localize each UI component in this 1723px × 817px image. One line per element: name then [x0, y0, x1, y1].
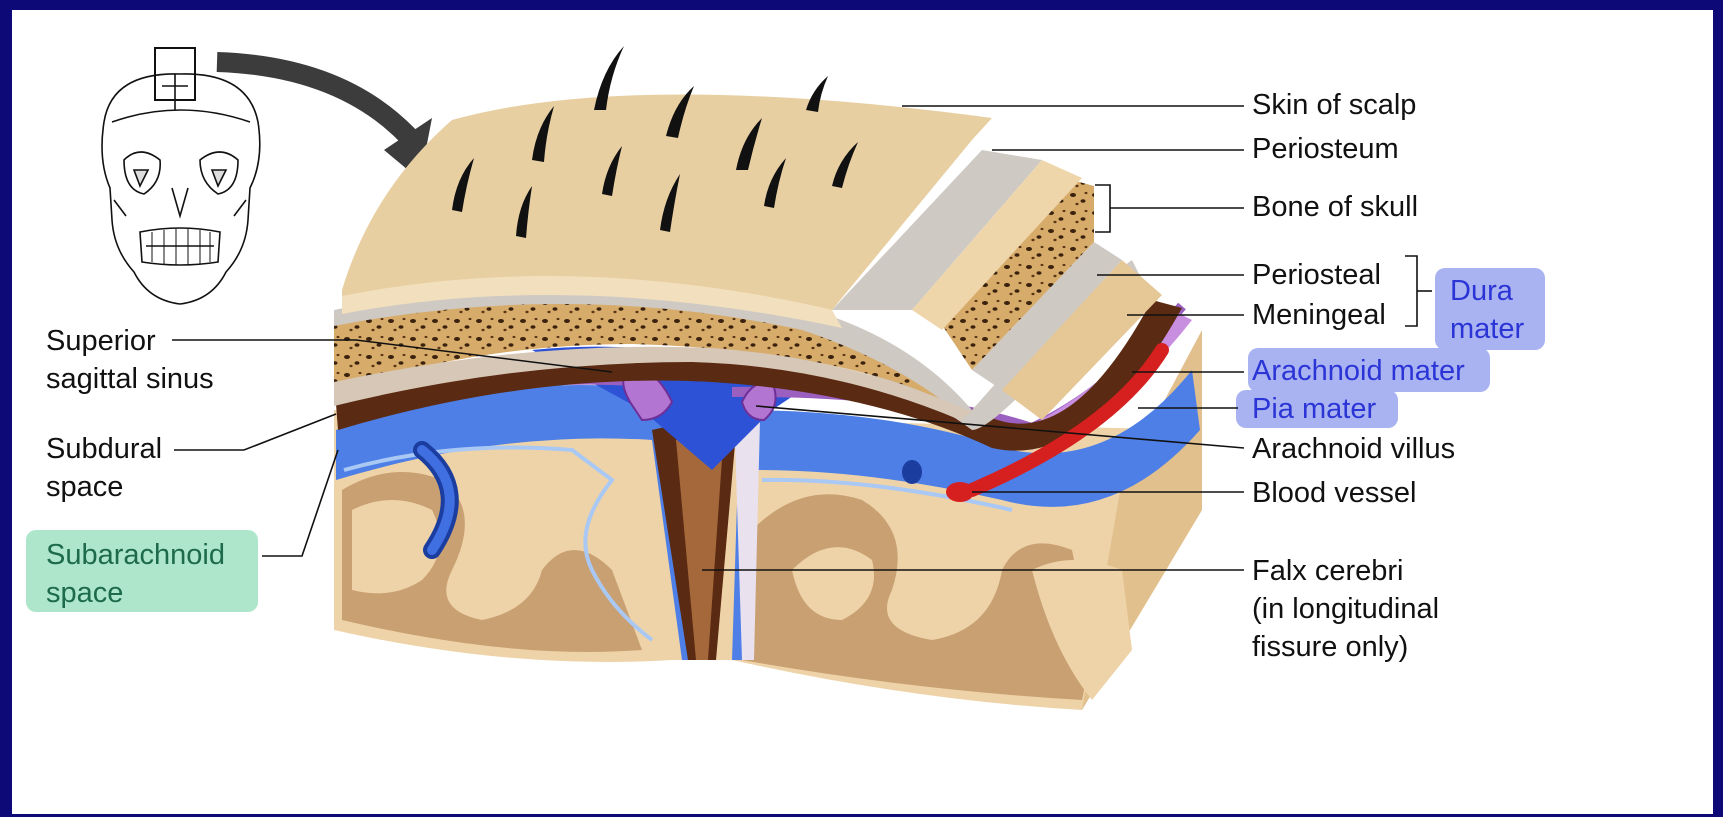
label-subdural-2: space: [46, 466, 123, 508]
label-periosteal: Periosteal: [1252, 254, 1381, 296]
label-arachnoid-villus: Arachnoid villus: [1252, 428, 1455, 470]
label-blood-vessel: Blood vessel: [1252, 472, 1416, 514]
label-arachnoid-mater: Arachnoid mater: [1252, 350, 1465, 392]
label-subarachnoid-2: space: [46, 572, 123, 614]
skull-icon: [102, 48, 260, 304]
label-superior-sagittal-2: sagittal sinus: [46, 358, 214, 400]
label-periosteum: Periosteum: [1252, 128, 1399, 170]
label-pia-mater: Pia mater: [1252, 388, 1376, 430]
label-falx-cerebri-3: fissure only): [1252, 626, 1408, 668]
label-bone-of-skull: Bone of skull: [1252, 186, 1418, 228]
label-subarachnoid-1: Subarachnoid: [46, 534, 225, 576]
figure-frame: Skin of scalp Periosteum Bone of skull P…: [12, 10, 1713, 814]
label-falx-cerebri-1: Falx cerebri: [1252, 550, 1404, 592]
label-meningeal: Meningeal: [1252, 294, 1386, 336]
meninges-illustration: [12, 10, 1713, 814]
label-falx-cerebri-2: (in longitudinal: [1252, 588, 1439, 630]
tissue-block: [334, 46, 1202, 710]
label-dura-mater-1: Dura: [1450, 270, 1513, 312]
label-dura-mater-2: mater: [1450, 308, 1524, 350]
label-subdural-1: Subdural: [46, 428, 162, 470]
label-skin-of-scalp: Skin of scalp: [1252, 84, 1416, 126]
label-superior-sagittal-1: Superior: [46, 320, 156, 362]
